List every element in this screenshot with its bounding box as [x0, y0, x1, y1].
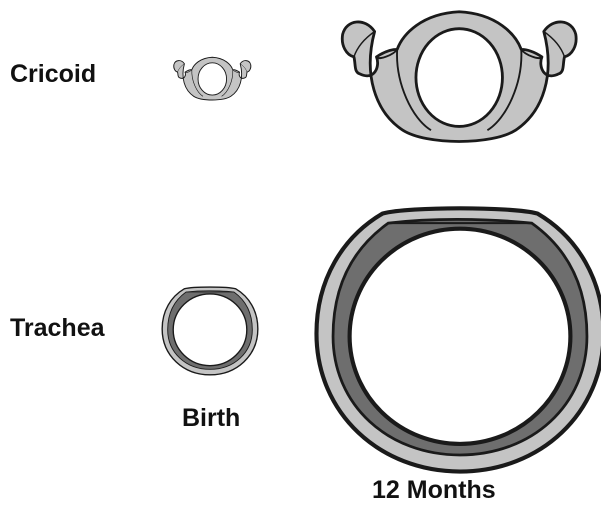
- twelve-months-label: 12 Months: [372, 478, 496, 503]
- trachea-birth-drawing: [162, 287, 258, 375]
- cricoid-label: Cricoid: [10, 62, 96, 87]
- cricoid-birth-drawing: [174, 57, 251, 100]
- trachea-label: Trachea: [10, 316, 105, 341]
- birth-label: Birth: [182, 406, 240, 431]
- cricoid-12-months-drawing: [342, 12, 576, 142]
- trachea-12-months-drawing: [316, 208, 601, 471]
